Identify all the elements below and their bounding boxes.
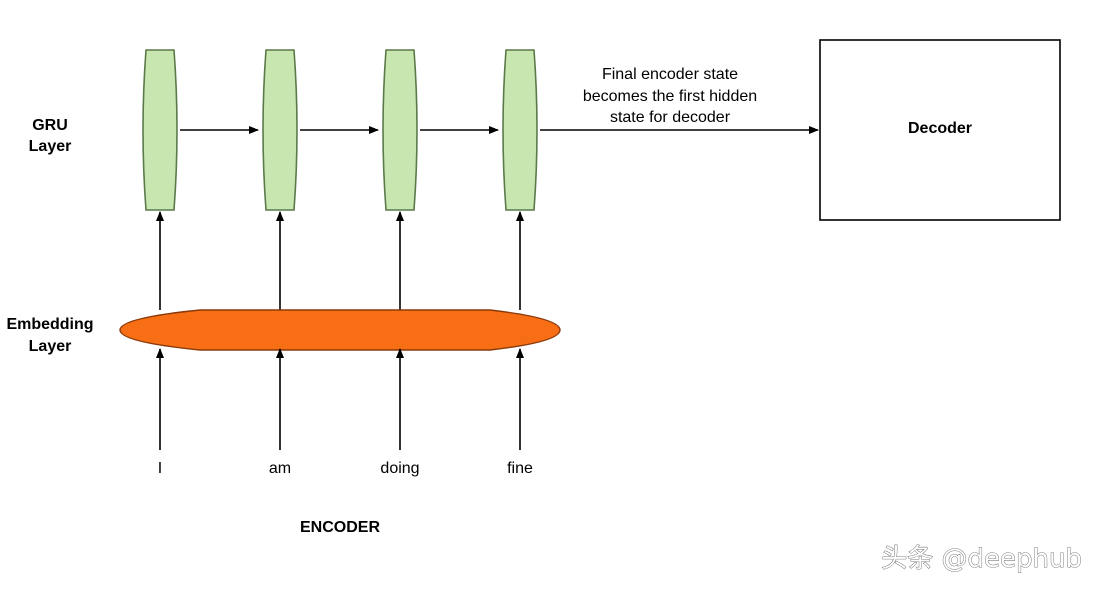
gru-cell-2: [262, 49, 298, 211]
gru-cells: [142, 49, 538, 211]
gru-layer-label-line1: GRU: [32, 117, 68, 134]
gru-cell-4: [502, 49, 538, 211]
annotation-line2: becomes the first hidden: [583, 88, 757, 105]
annotation-line3: state for decoder: [610, 109, 731, 126]
embedding-layer-shape: [119, 309, 561, 351]
input-to-embedding-arrows: [156, 348, 524, 450]
embedding-layer-label-line2: Layer: [29, 338, 72, 355]
decoder-label: Decoder: [908, 120, 972, 137]
input-word-2: am: [269, 460, 291, 477]
embedding-layer-label-line1: Embedding: [6, 316, 93, 333]
embedding-to-gru-arrows: [156, 211, 524, 310]
gru-cell-1: [142, 49, 178, 211]
gru-layer-label-line2: Layer: [29, 138, 72, 155]
input-word-4: fine: [507, 460, 533, 477]
annotation-line1: Final encoder state: [602, 66, 738, 83]
encoder-label: ENCODER: [300, 519, 380, 536]
gru-cell-3: [382, 49, 418, 211]
decoder-box: [819, 39, 1061, 221]
input-word-1: I: [158, 460, 162, 477]
watermark-text: 头条 @deephub: [881, 544, 1082, 574]
input-word-3: doing: [380, 460, 419, 477]
